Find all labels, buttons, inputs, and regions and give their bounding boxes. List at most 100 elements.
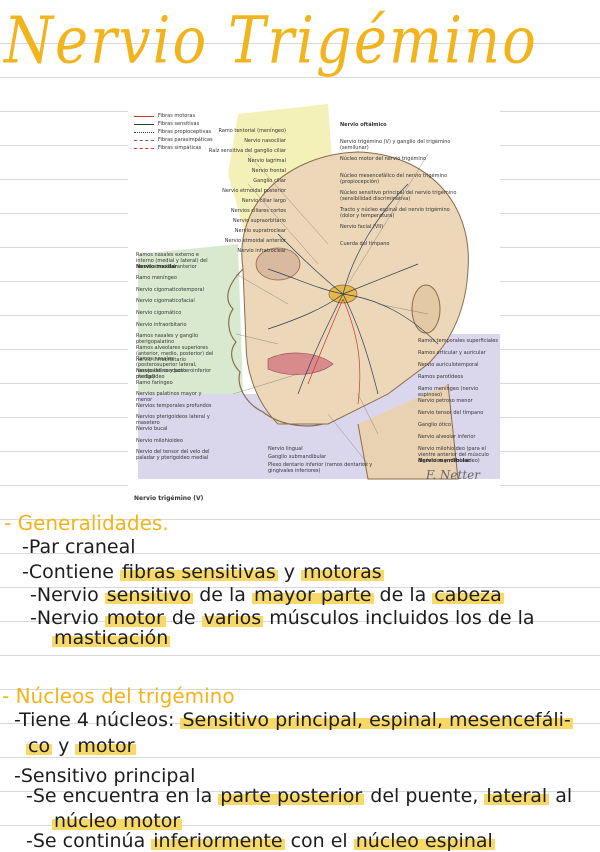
figure-label: Nervio ciliar largo — [241, 198, 286, 204]
note-text: Se continúa — [32, 830, 152, 852]
motor-branches — [307, 298, 361, 405]
bullet-dash: - — [26, 830, 33, 852]
trigeminal-illustration — [138, 104, 500, 480]
highlighted-text: parte posterior — [218, 785, 365, 807]
highlighted-text: fibras sensitivas — [119, 561, 278, 583]
legend-item: Fibras sensitivas — [134, 120, 213, 128]
figure-label: Ramos articular y auricular — [418, 350, 486, 356]
page-title: Nervio Trigémino — [4, 4, 538, 79]
tongue — [267, 352, 334, 375]
figure-label: Ramos alveolares superiores (anterior, m… — [136, 344, 214, 363]
figure-label: Nervio maxilar — [136, 263, 178, 270]
figure-label: Nervio etmoidal posterior — [222, 188, 286, 194]
legend-item: Fibras motoras — [134, 112, 213, 120]
note-line: -Nervio motor de varios músculos incluid… — [30, 607, 535, 629]
figure-label: Nervio milohioideo — [136, 437, 183, 444]
nerve-branches — [267, 183, 439, 395]
bullet-dash: - — [14, 765, 21, 787]
figure-label: Nervio infraorbitario — [136, 321, 187, 328]
figure-label: Núcleo sensitivo principal del nervio tr… — [340, 190, 457, 202]
figure-label: Nervio cigomaticofacial — [136, 298, 195, 305]
highlighted-text: núcleo espinal — [353, 830, 495, 852]
highlighted-text: motor — [104, 607, 166, 629]
figure-label: Ramos nasales y ganglio pterigopalatino — [136, 333, 199, 346]
highlighted-text: masticación — [52, 627, 171, 649]
note-line: -Sensitivo principal — [14, 765, 195, 787]
note-text: Nervio — [36, 584, 105, 606]
legend-item: Fibras propioceptivas — [134, 128, 213, 136]
figure-label: Ramos parotídeos — [418, 374, 464, 380]
note-text: Se encuentra en la — [32, 785, 219, 807]
note-text: de — [165, 607, 202, 629]
figure-label: Ramo faríngeo — [136, 379, 173, 386]
figure-label: Nervio cigomático — [136, 310, 182, 316]
note-line: -Contiene fibras sensitivas y motoras — [22, 561, 384, 583]
figure-label: Nervio facial (VII) — [340, 224, 384, 230]
note-text: Contiene — [28, 561, 120, 583]
bullet-dash: - — [30, 607, 37, 629]
legend-label: Fibras parasimpáticas — [158, 137, 213, 143]
note-text: con el — [284, 830, 354, 852]
highlighted-text: cabeza — [432, 584, 504, 606]
figure-label: Ramos nasales (posterosuperior lateral, … — [136, 356, 212, 381]
figure-label: Nervio supraorbitario — [232, 218, 286, 224]
highlighted-text: motor — [75, 735, 137, 757]
note-line: -Nervio sensitivo de la mayor parte de l… — [30, 584, 504, 606]
neck — [357, 383, 459, 480]
figure-label: Nervio cigomaticotemporal — [136, 286, 204, 293]
note-text: del puente, — [364, 785, 485, 807]
figure-label: Raíz sensitiva del ganglio ciliar — [208, 148, 286, 154]
figure-label: Nervio tensor del tímpano — [418, 410, 484, 416]
legend-label: Fibras motoras — [158, 113, 196, 119]
note-text: Sensitivo principal — [20, 765, 196, 787]
figure-label: Núcleo motor del nervio trigémino — [340, 156, 427, 162]
figure-label: Nervio bucal — [136, 426, 168, 432]
figure-label: Nervios palatinos mayor y menor — [136, 391, 202, 404]
figure-label: Nervio frontal — [251, 168, 286, 174]
note-line: -Se continúa inferiormente con el núcleo… — [26, 830, 495, 852]
figure-label: Ganglio ciliar — [253, 178, 286, 184]
figure-label: Nervio petroso menor — [418, 398, 473, 404]
figure-label: Nervio lagrimal — [247, 158, 286, 164]
figure-caption: Nervio trigémino (V) — [134, 495, 204, 502]
legend-swatch — [134, 123, 154, 125]
figure-label: Ramos nasales externo e interno (medial … — [136, 252, 208, 270]
note-text: y — [52, 735, 76, 757]
highlighted-text: lateral — [484, 785, 550, 807]
note-text: y — [277, 561, 302, 583]
figure-label: Cuerda del tímpano — [340, 241, 390, 247]
note-text: al — [549, 785, 573, 807]
figure-label: Plexo dentario inferior (ramos dentarios… — [268, 462, 373, 474]
note-line: núcleo motor — [52, 810, 183, 832]
legend-swatch — [134, 139, 154, 141]
legend-swatch — [134, 115, 154, 117]
note-text: Nervio — [36, 607, 105, 629]
figure-label: Nervio auriculotemporal — [418, 362, 479, 368]
legend-swatch — [134, 147, 154, 149]
figure-label: Nervio alveolar inferior — [418, 434, 476, 440]
artist-signature: F. Netter — [425, 468, 480, 482]
note-text: Tiene 4 núcleos: — [19, 709, 181, 731]
highlighted-text: mayor parte — [251, 584, 374, 606]
legend-item: Fibras simpáticas — [134, 144, 213, 152]
figure-label: Ramo tentorial (meníngeo) — [218, 128, 286, 134]
figure-label: Nervio etmoidal anterior — [224, 238, 286, 244]
note-text: de la — [193, 584, 252, 606]
note-text: de la — [373, 584, 433, 606]
figure-label: Nervio milohioideo (para el vientre ante… — [418, 446, 489, 464]
figure-label: Nervio infratroclear — [237, 248, 286, 254]
figure-label: Núcleo mesencefálico del nervio trigémin… — [340, 173, 448, 185]
note-line: -Par craneal — [22, 536, 136, 558]
bullet-dash: - — [30, 584, 37, 606]
figure-label: Nervios ciliares cortos — [230, 208, 286, 214]
maxillary-zone — [138, 244, 243, 394]
note-line: -Se encuentra en la parte posterior del … — [26, 785, 572, 807]
figure-label: Nervios temporales profundos — [136, 402, 212, 409]
figure-label: Nervio lingual — [268, 446, 303, 452]
section-heading-nucleos: - Núcleos del trigémino — [2, 684, 235, 708]
section-heading-generalidades: - Generalidades. — [4, 511, 169, 535]
legend-label: Fibras sensitivas — [158, 121, 200, 127]
face-profile — [227, 268, 324, 427]
figure-label: Nervios pterigoideos lateral y masetero — [136, 414, 210, 427]
